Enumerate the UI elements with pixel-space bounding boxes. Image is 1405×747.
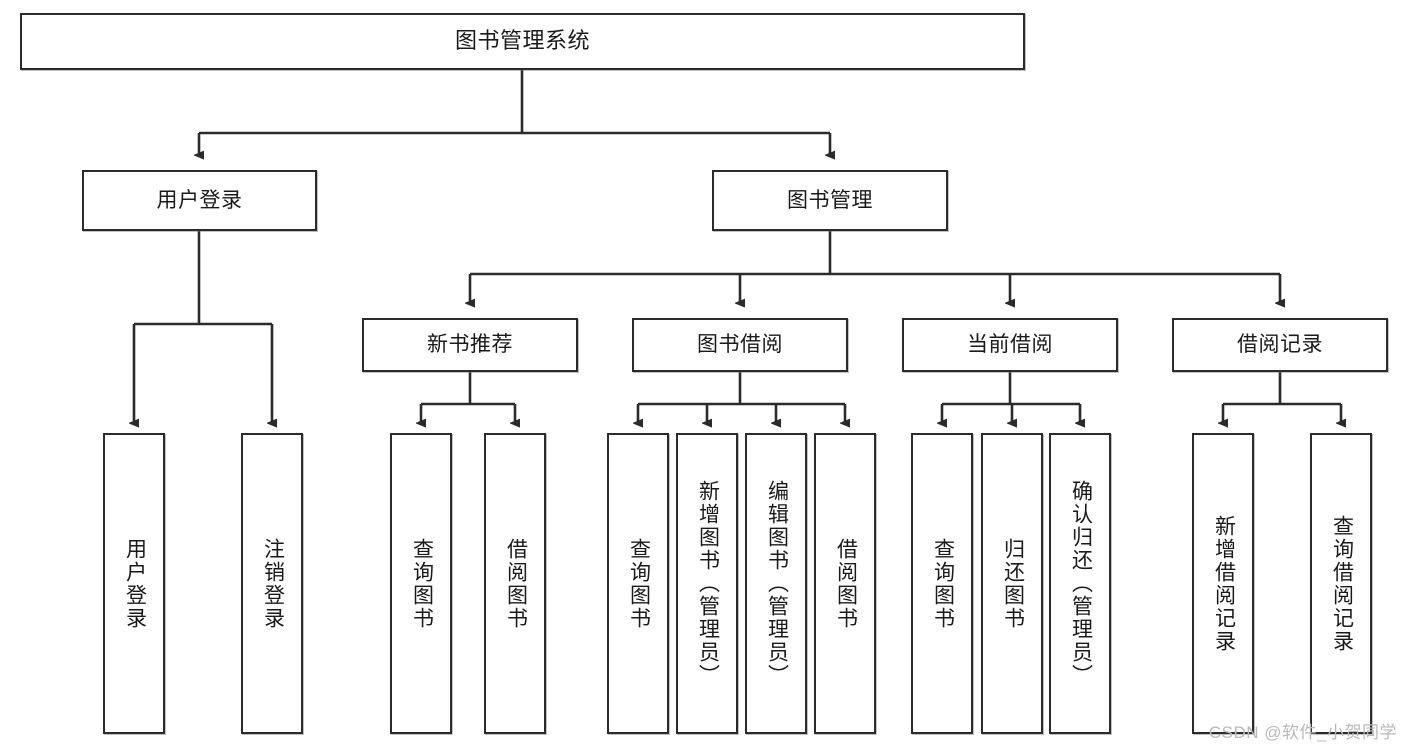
leaf-borrow-query-book[interactable]: 查询图书 — [607, 433, 669, 734]
leaf-new-book-borrow[interactable]: 借阅图书 — [484, 433, 546, 734]
node-current-borrow[interactable]: 当前借阅 — [902, 318, 1118, 372]
node-label: 借阅记录 — [1237, 333, 1323, 357]
node-new-book-recommend[interactable]: 新书推荐 — [362, 318, 578, 372]
node-label: 确认归还（管理员） — [1069, 480, 1093, 687]
leaf-records-query[interactable]: 查询借阅记录 — [1310, 433, 1372, 734]
leaf-user-login-signin[interactable]: 用户登录 — [103, 433, 165, 734]
node-user-login[interactable]: 用户登录 — [82, 170, 317, 231]
node-label: 借阅图书 — [504, 537, 528, 630]
node-label: 借阅图书 — [834, 537, 858, 630]
node-label: 新书推荐 — [427, 333, 513, 357]
leaf-borrow-edit-book[interactable]: 编辑图书（管理员） — [745, 433, 807, 734]
node-label: 新增借阅记录 — [1212, 514, 1236, 653]
node-label: 注销登录 — [261, 537, 285, 630]
leaf-current-query-book[interactable]: 查询图书 — [911, 433, 973, 734]
leaf-current-return-book[interactable]: 归还图书 — [981, 433, 1043, 734]
node-root-system[interactable]: 图书管理系统 — [20, 13, 1025, 70]
node-borrow-records[interactable]: 借阅记录 — [1172, 318, 1388, 372]
node-label: 查询图书 — [931, 537, 955, 630]
leaf-user-login-signout[interactable]: 注销登录 — [241, 433, 303, 734]
node-label: 新增图书（管理员） — [696, 480, 720, 687]
node-label: 用户登录 — [123, 537, 147, 630]
node-label: 编辑图书（管理员） — [765, 480, 789, 687]
node-book-borrow[interactable]: 图书借阅 — [632, 318, 848, 372]
node-label: 图书管理系统 — [454, 28, 590, 54]
node-label: 归还图书 — [1001, 537, 1025, 630]
node-label: 查询图书 — [410, 537, 434, 630]
leaf-borrow-add-book[interactable]: 新增图书（管理员） — [676, 433, 738, 734]
leaf-current-confirm-return[interactable]: 确认归还（管理员） — [1049, 433, 1111, 734]
leaf-new-book-query[interactable]: 查询图书 — [390, 433, 452, 734]
node-book-management[interactable]: 图书管理 — [712, 170, 948, 231]
leaf-borrow-borrow-book[interactable]: 借阅图书 — [814, 433, 876, 734]
node-label: 查询借阅记录 — [1330, 514, 1354, 653]
node-label: 当前借阅 — [967, 333, 1053, 357]
node-label: 查询图书 — [627, 537, 651, 630]
leaf-records-add[interactable]: 新增借阅记录 — [1192, 433, 1254, 734]
node-label: 用户登录 — [156, 188, 243, 212]
node-label: 图书管理 — [787, 188, 873, 212]
node-label: 图书借阅 — [697, 333, 783, 357]
